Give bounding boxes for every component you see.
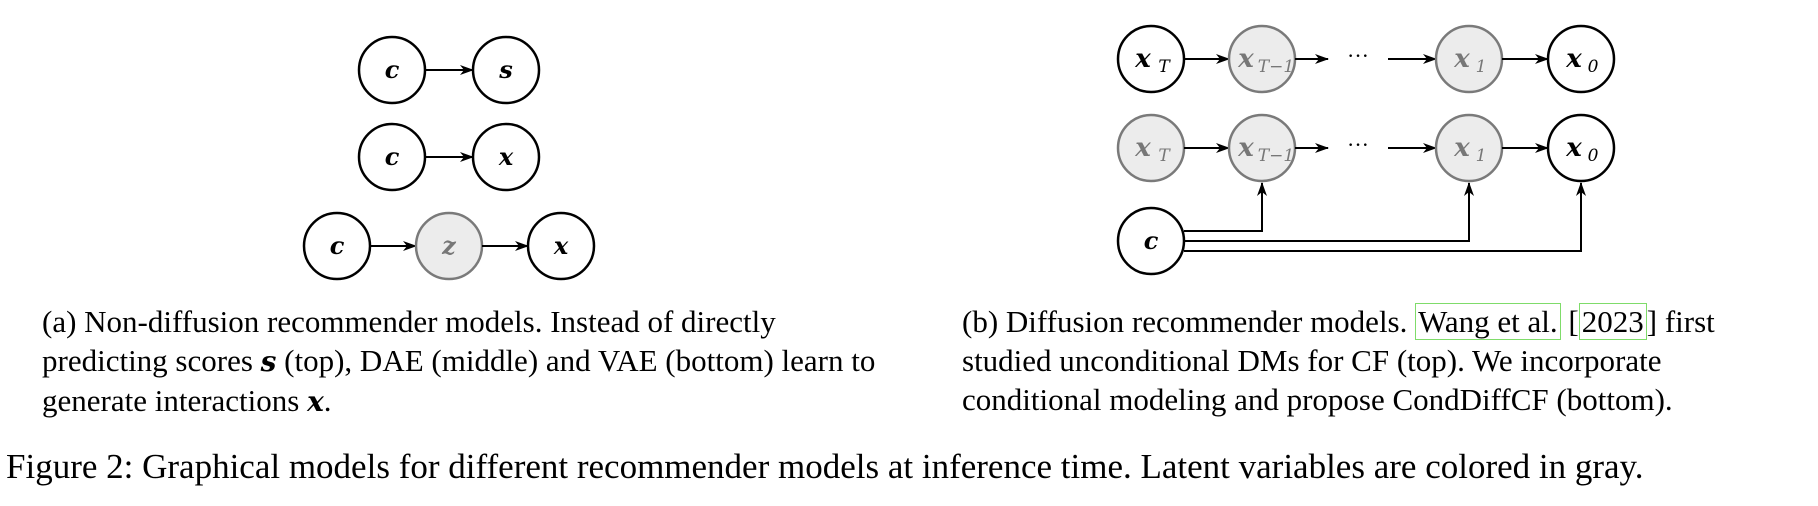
bottom-xT1-label: x xyxy=(1237,133,1254,163)
bottom-ellipsis: ··· xyxy=(1347,132,1369,157)
row3-c-node: c xyxy=(302,211,372,281)
bottom-xT-latent-node: x T xyxy=(1116,113,1186,183)
bottom-x1-label: x xyxy=(1453,133,1470,163)
row3-z-label: z xyxy=(441,231,457,260)
top-x0-sub: 0 xyxy=(1588,57,1599,77)
row2-c-label: c xyxy=(385,142,400,171)
top-xT-sub: T xyxy=(1158,57,1171,77)
bottom-xT1-sub: T−1 xyxy=(1258,146,1294,166)
svg-text:x: x xyxy=(1453,133,1470,163)
caption-b-label: (b) Diffusion recommender models. xyxy=(962,304,1408,339)
row3-c-label: c xyxy=(330,231,345,260)
row1-c-node: c xyxy=(357,35,427,105)
caption-a-sym-s: s xyxy=(260,345,277,378)
row2-c-node: c xyxy=(357,122,427,192)
bottom-x0-label: x xyxy=(1565,133,1582,163)
cond-edge-to-xT1 xyxy=(1184,182,1267,232)
top-xT-node: x T xyxy=(1116,24,1186,94)
row1-s-label: s xyxy=(498,55,513,84)
caption-a: (a) Non-diffusion recommender models. In… xyxy=(42,302,892,421)
row3-z-latent-node: z xyxy=(414,211,484,281)
top-xT1-latent-node: x T−1 xyxy=(1227,24,1297,94)
row3-x-label: x xyxy=(553,231,569,260)
svg-text:x: x xyxy=(1134,133,1151,163)
caption-a-label: (a) Non-diffusion recommender models. In… xyxy=(42,304,776,378)
diagram-b: x T x T−1 ··· x 1 x 0 x T xyxy=(1116,24,1616,276)
bottom-xT1-latent-node: x T−1 xyxy=(1227,113,1297,183)
citation-bracket-close: ] xyxy=(1646,304,1658,339)
row2-x-node: x xyxy=(471,122,541,192)
top-x0-label: x xyxy=(1565,44,1582,74)
top-x1-label: x xyxy=(1453,44,1470,74)
top-x0-node: x 0 xyxy=(1546,24,1616,94)
row3-x-node: x xyxy=(526,211,596,281)
svg-text:x: x xyxy=(1134,44,1151,74)
cond-c-label: c xyxy=(1144,226,1159,255)
citation-author-link[interactable]: Wang et al. xyxy=(1415,303,1561,340)
svg-text:x: x xyxy=(1565,133,1582,163)
bottom-x1-sub: 1 xyxy=(1476,146,1487,166)
cond-edge-to-x0 xyxy=(1184,182,1586,252)
row2-x-label: x xyxy=(498,142,514,171)
top-x1-latent-node: x 1 xyxy=(1434,24,1504,94)
cond-edge-to-x1 xyxy=(1184,182,1474,242)
top-xT1-sub: T−1 xyxy=(1258,57,1294,77)
svg-text:x: x xyxy=(1237,44,1254,74)
row1-c-label: c xyxy=(385,55,400,84)
top-ellipsis: ··· xyxy=(1347,43,1369,68)
bottom-xT-label: x xyxy=(1134,133,1151,163)
diagram-a: c s c x c z x xyxy=(302,35,596,281)
bottom-x1-latent-node: x 1 xyxy=(1434,113,1504,183)
top-xT-label: x xyxy=(1134,44,1151,74)
cond-c-node: c xyxy=(1116,206,1186,276)
figure-caption: Figure 2: Graphical models for different… xyxy=(6,447,1644,486)
top-xT1-label: x xyxy=(1237,44,1254,74)
svg-text:x: x xyxy=(1237,133,1254,163)
caption-b: (b) Diffusion recommender models. Wang e… xyxy=(962,302,1782,419)
caption-a-mid: (top), DAE (middle) and VAE (bottom) lea… xyxy=(42,343,876,418)
svg-text:x: x xyxy=(1453,44,1470,74)
row1-s-node: s xyxy=(471,35,541,105)
caption-b-rest: first studied unconditional DMs for CF (… xyxy=(962,304,1715,417)
graphical-models-figure: c s c x c z x xyxy=(302,24,1616,281)
citation-year-link[interactable]: 2023 xyxy=(1578,303,1647,340)
caption-a-end: . xyxy=(323,383,332,418)
bottom-x0-sub: 0 xyxy=(1588,146,1599,166)
top-x1-sub: 1 xyxy=(1476,57,1487,77)
citation-bracket-open: [ xyxy=(1568,304,1579,339)
svg-text:x: x xyxy=(1565,44,1582,74)
bottom-x0-node: x 0 xyxy=(1546,113,1616,183)
bottom-xT-sub: T xyxy=(1158,146,1171,166)
caption-a-sym-x: x xyxy=(307,385,324,418)
